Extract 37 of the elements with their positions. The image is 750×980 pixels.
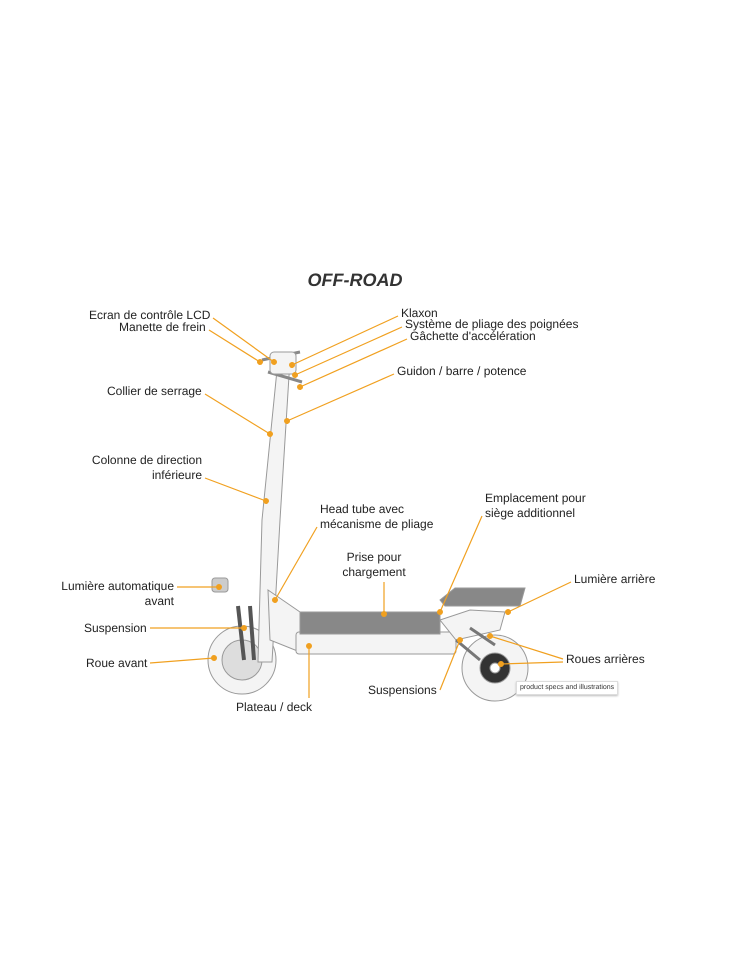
leader-line <box>284 373 394 424</box>
callout-label: Ecran de contrôle LCD <box>89 308 210 323</box>
callout-label: Guidon / barre / potence <box>397 364 526 379</box>
leader-line <box>498 661 564 667</box>
leader-line <box>487 633 564 660</box>
leader-line <box>212 318 277 365</box>
callout-label: Suspension <box>84 621 147 636</box>
leader-line <box>150 655 217 664</box>
callout-label: Roue avant <box>86 656 148 671</box>
leader-line <box>505 581 572 615</box>
leader-line <box>150 625 247 631</box>
callout-label: Plateau / deck <box>236 700 312 715</box>
leader-line <box>204 393 273 437</box>
leader-line <box>292 326 402 378</box>
callout-label: Colonne de direction inférieure <box>84 453 202 483</box>
title: OFF-ROAD <box>306 270 404 291</box>
callout-label: Lumière arrière <box>574 572 656 587</box>
leader-line <box>437 516 483 615</box>
callout-label: Gâchette d'accélération <box>410 329 536 344</box>
callout-label: Prise pour chargement <box>334 550 414 580</box>
leader-line <box>439 637 463 690</box>
callout-label: Collier de serrage <box>107 384 202 399</box>
callout-label: Roues arrières <box>566 652 645 667</box>
callout-label: Système de pliage des poignées <box>405 317 578 332</box>
leader-line <box>208 330 263 365</box>
leader-line <box>289 315 398 368</box>
callout-label: Suspensions <box>368 683 437 698</box>
callout-label: Lumière automatique avant <box>56 579 174 609</box>
callout-label: Manette de frein <box>119 320 206 335</box>
leader-line <box>297 338 408 390</box>
leader-line <box>204 477 269 504</box>
leader-line <box>381 582 387 617</box>
callout-label: Head tube avec mécanisme de pliage <box>320 502 450 532</box>
leader-line <box>177 584 222 590</box>
leader-line <box>306 643 312 698</box>
leader-line <box>272 526 318 603</box>
callout-label: Emplacement pour siège additionnel <box>485 491 610 521</box>
